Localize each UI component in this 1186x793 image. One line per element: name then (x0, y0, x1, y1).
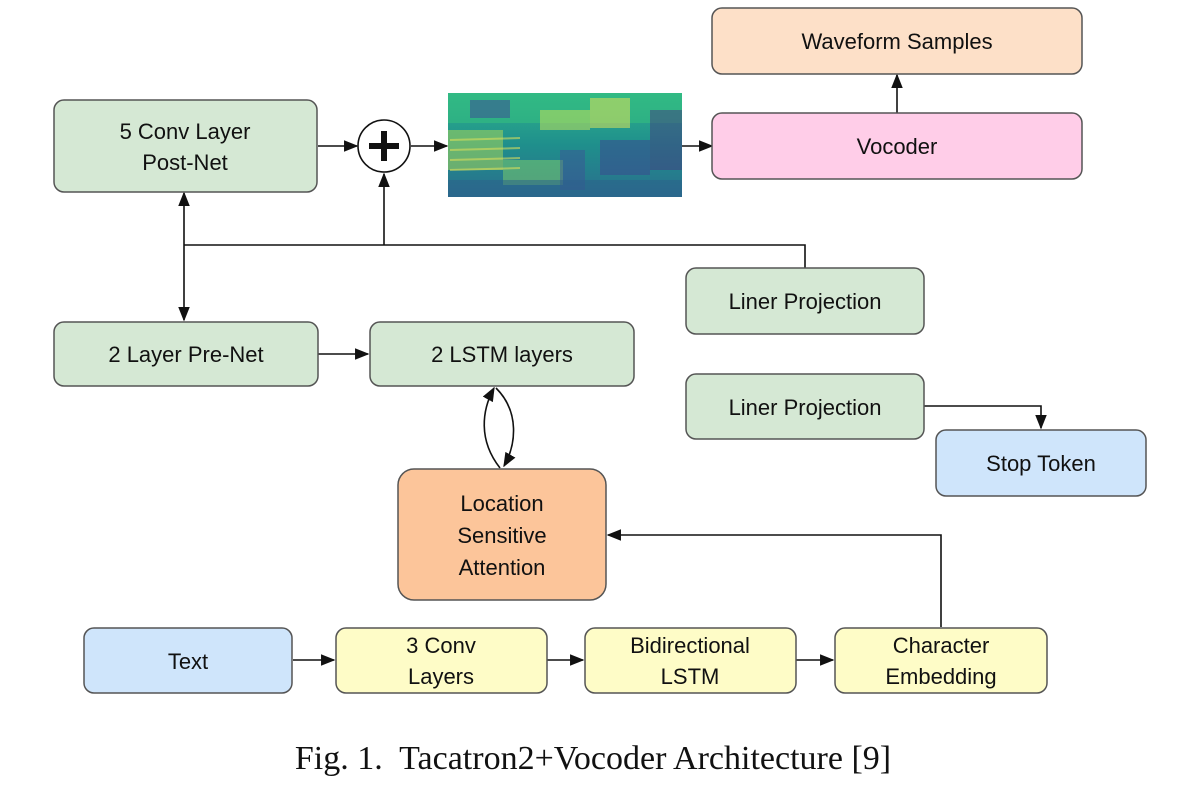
bus-liner-projection (184, 244, 806, 268)
node-label: Liner Projection (729, 289, 882, 314)
node-label: 2 Layer Pre-Net (108, 342, 263, 367)
connectors (178, 73, 1047, 666)
mel-spectrogram-image (448, 93, 682, 197)
node-prenet: 2 Layer Pre-Net (53, 321, 319, 387)
node-liner-projection-2: Liner Projection (685, 373, 925, 440)
arrow-lstm-to-attention (495, 387, 516, 468)
node-label-line-2: Embedding (885, 664, 996, 689)
plus-icon-bar (369, 143, 399, 149)
node-stop-token: Stop Token (935, 429, 1147, 497)
node-label: Liner Projection (729, 395, 882, 420)
arrow-embedding-to-attention (606, 529, 942, 627)
node-label: Vocoder (857, 134, 938, 159)
node-liner-projection-1: Liner Projection (685, 267, 925, 335)
node-character-embedding: Character Embedding (834, 627, 1048, 694)
node-label: Waveform Samples (801, 29, 992, 54)
node-label-line-3: Attention (459, 555, 546, 580)
node-label-line-2: Layers (408, 664, 474, 689)
node-label-line-2: LSTM (661, 664, 720, 689)
arrow-attention-to-lstm (482, 386, 501, 469)
node-lstm-layers: 2 LSTM layers (369, 321, 635, 387)
node-text: Text (83, 627, 293, 694)
node-label-line-1: Location (460, 491, 543, 516)
node-label-line-1: 3 Conv (406, 633, 476, 658)
node-label-line-2: Post-Net (142, 150, 228, 175)
sum-node (357, 119, 411, 173)
node-label: Stop Token (986, 451, 1096, 476)
arrow-projection-to-stop-token (924, 405, 1047, 430)
node-vocoder: Vocoder (711, 112, 1083, 180)
node-bidirectional-lstm: Bidirectional LSTM (584, 627, 797, 694)
node-location-sensitive-attention: Location Sensitive Attention (397, 468, 607, 601)
node-label-line-1: 5 Conv Layer (120, 119, 251, 144)
node-label-line-1: Bidirectional (630, 633, 750, 658)
figure-caption: Fig. 1. Tacatron2+Vocoder Architecture [… (294, 740, 892, 777)
node-waveform-samples: Waveform Samples (711, 7, 1083, 75)
node-3-conv-layers: 3 Conv Layers (335, 627, 548, 694)
node-label: Text (168, 649, 208, 674)
node-label-line-1: Character (893, 633, 990, 658)
node-label: 2 LSTM layers (431, 342, 573, 367)
node-label-line-2: Sensitive (457, 523, 546, 548)
node-postnet: 5 Conv Layer Post-Net (53, 99, 318, 193)
